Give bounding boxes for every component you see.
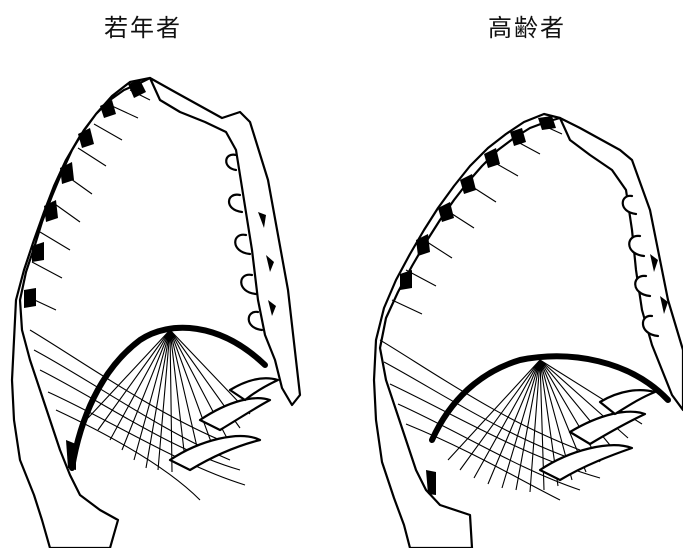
elderly-thorax-figure xyxy=(374,114,683,548)
young-vertebral-column xyxy=(12,78,150,548)
young-thorax-figure xyxy=(12,78,300,548)
elderly-lower-ribs xyxy=(540,390,655,480)
elderly-vertebral-column xyxy=(374,114,562,548)
